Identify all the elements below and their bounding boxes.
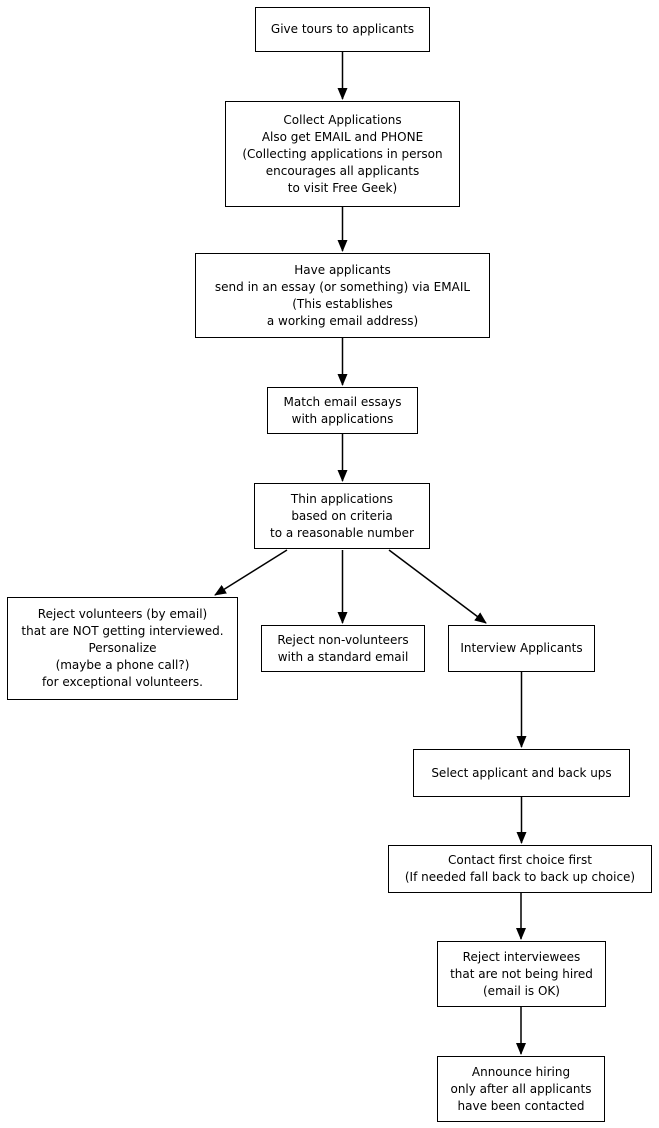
- node-reject-non-volunteers: Reject non-volunteers with a standard em…: [261, 625, 425, 672]
- node-announce-hiring: Announce hiring only after all applicant…: [437, 1056, 605, 1122]
- node-send-essay: Have applicants send in an essay (or som…: [195, 253, 490, 338]
- node-reject-non-volunteers-label: Reject non-volunteers with a standard em…: [277, 632, 409, 664]
- node-thin-applications-label: Thin applications based on criteria to a…: [270, 491, 414, 540]
- node-reject-volunteers: Reject volunteers (by email) that are NO…: [7, 597, 238, 700]
- node-reject-interviewees: Reject interviewees that are not being h…: [437, 941, 606, 1007]
- node-select-applicant-label: Select applicant and back ups: [431, 765, 612, 780]
- edge-thin-applications-to-interview-applicants: [388, 549, 487, 624]
- node-contact-first-choice: Contact first choice first (If needed fa…: [388, 845, 652, 893]
- node-contact-first-choice-label: Contact first choice first (If needed fa…: [404, 853, 636, 884]
- node-give-tours: Give tours to applicants: [255, 7, 430, 52]
- node-match-essays: Match email essays with applications: [267, 387, 418, 434]
- node-thin-applications: Thin applications based on criteria to a…: [254, 483, 430, 549]
- node-send-essay-label: Have applicants send in an essay (or som…: [214, 262, 471, 328]
- node-give-tours-label: Give tours to applicants: [270, 22, 415, 36]
- node-announce-hiring-label: Announce hiring only after all applicant…: [450, 1064, 592, 1113]
- node-collect-applications-label: Collect Applications Also get EMAIL and …: [242, 112, 443, 195]
- node-reject-volunteers-label: Reject volunteers (by email) that are NO…: [21, 607, 224, 689]
- node-match-essays-label: Match email essays with applications: [283, 394, 402, 426]
- node-collect-applications: Collect Applications Also get EMAIL and …: [225, 101, 460, 207]
- node-interview-applicants-label: Interview Applicants: [460, 641, 583, 655]
- node-select-applicant: Select applicant and back ups: [413, 749, 630, 797]
- edge-thin-applications-to-reject-volunteers: [214, 549, 288, 596]
- node-interview-applicants: Interview Applicants: [448, 625, 595, 672]
- node-reject-interviewees-label: Reject interviewees that are not being h…: [450, 949, 593, 998]
